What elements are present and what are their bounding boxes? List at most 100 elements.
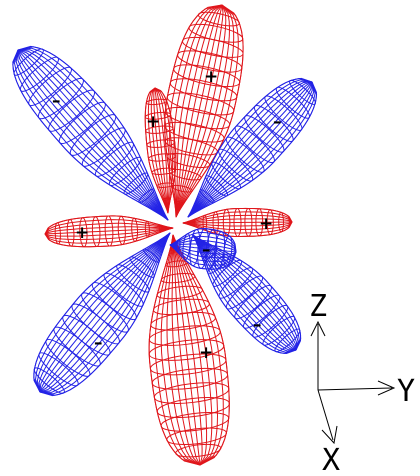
blue-lobe-upper-left-ridge xyxy=(17,49,169,221)
blue-lobe-lower-right-ridge xyxy=(192,234,297,351)
blue-lobe-upper-left-ridge xyxy=(17,49,169,221)
red-lobe-top-small-ridge xyxy=(154,87,169,214)
red-lobe-top-small-ridge xyxy=(153,87,169,214)
red-lobe-top-ridge xyxy=(173,4,223,218)
blue-lobe-lower-left-ridge xyxy=(39,232,171,393)
blue-lobe-center-ridge xyxy=(169,244,237,266)
y-axis-line xyxy=(317,387,393,391)
red-lobe-left-ridge xyxy=(44,227,174,237)
red-lobe-right xyxy=(182,207,293,237)
blue-lobe-upper-left-ridge xyxy=(17,47,169,221)
blue-lobe-center xyxy=(169,228,237,270)
blue-lobe-upper-left xyxy=(12,45,169,221)
sign-blue-lower-right: – xyxy=(253,315,262,335)
red-lobe-bottom-outline xyxy=(148,234,230,466)
red-lobe-bottom-ridge xyxy=(171,234,201,466)
red-lobe-top-ridge xyxy=(175,4,235,218)
blue-lobe-lower-left-ridge xyxy=(39,232,171,393)
blue-lobe-lower-right-ridge xyxy=(192,234,297,351)
red-lobe-top-ridge xyxy=(175,4,223,218)
sign-red-top: + xyxy=(204,67,218,87)
x-axis-line xyxy=(317,389,334,441)
red-lobe-right-ridge xyxy=(183,221,292,224)
blue-lobe-lower-left-outline xyxy=(33,232,171,397)
red-lobe-top-ridge xyxy=(175,4,239,218)
red-lobe-right-ridge xyxy=(182,211,293,224)
sign-blue-center: – xyxy=(202,240,211,260)
blue-lobe-upper-left-ridge xyxy=(15,49,169,221)
blue-lobe-lower-right-outline xyxy=(192,234,302,354)
red-lobe-bottom-ridge xyxy=(160,234,201,466)
blue-lobe-upper-left-ridge xyxy=(17,49,169,221)
red-lobe-left-outline xyxy=(44,215,174,248)
red-lobe-bottom-ridge xyxy=(172,234,201,466)
blue-lobe-upper-left-outline xyxy=(12,45,169,221)
coordinate-axes: Z Y X xyxy=(309,289,415,476)
red-lobe-top-small-ridge xyxy=(147,87,169,214)
red-lobe-bottom-ridge xyxy=(172,234,201,466)
red-lobe-right-ridge xyxy=(182,221,293,227)
red-lobe-top-small-ridge xyxy=(154,87,169,214)
red-lobe-right-ridge xyxy=(182,221,293,234)
blue-lobe-lower-right-ridge xyxy=(192,234,298,351)
blue-lobe-lower-right-ridge xyxy=(192,234,297,353)
blue-lobe-upper-right-ridge xyxy=(187,79,313,218)
red-lobe-bottom-ridge xyxy=(172,234,203,466)
red-lobe-top-ridge xyxy=(175,4,227,218)
blue-lobe-upper-right-ridge xyxy=(187,81,315,218)
red-lobe-bottom xyxy=(148,234,230,466)
blue-lobe-center-ridge xyxy=(169,244,237,259)
sign-blue-upper-left: – xyxy=(52,91,61,111)
sign-red-left: + xyxy=(75,223,89,243)
blue-lobe-lower-right-ridge xyxy=(192,234,297,351)
red-lobe-left-ridge xyxy=(44,227,174,244)
blue-lobe-center-ridge xyxy=(169,239,237,253)
sign-blue-upper-right: – xyxy=(273,112,282,132)
blue-lobe-center-ridge xyxy=(169,244,237,255)
z-axis-label: Z xyxy=(309,289,327,324)
red-lobe-top-small xyxy=(144,87,177,214)
red-lobe-top-small-ridge xyxy=(154,87,174,214)
blue-lobe-center-outline xyxy=(169,228,237,270)
red-lobe-top xyxy=(164,4,244,218)
blue-lobe-upper-right-ridge xyxy=(187,80,313,218)
sign-red-right: + xyxy=(259,214,273,234)
blue-lobe-upper-left-ridge xyxy=(17,49,169,221)
red-lobe-right-ridge xyxy=(182,218,293,224)
y-axis-arrowhead xyxy=(377,380,396,396)
red-lobe-bottom-ridge xyxy=(172,234,218,466)
red-lobe-left-ridge xyxy=(44,222,174,235)
sign-blue-lower-left: – xyxy=(94,333,103,353)
red-lobe-bottom-ridge xyxy=(166,234,201,466)
blue-lobe-upper-left-ridge xyxy=(14,49,169,221)
blue-lobe-lower-left-ridge xyxy=(35,232,171,393)
blue-lobe-lower-left-ridge xyxy=(39,232,171,393)
red-lobe-right-outline xyxy=(182,207,293,237)
red-lobe-top-small-outline xyxy=(144,87,177,214)
y-axis-label: Y xyxy=(397,374,415,409)
sign-red-top-small: + xyxy=(146,112,160,132)
x-axis-label: X xyxy=(322,443,340,476)
red-lobe-right-ridge xyxy=(182,221,293,230)
red-lobe-top-small-ridge xyxy=(154,87,170,213)
red-lobe-bottom-ridge xyxy=(172,234,208,466)
blue-lobe-upper-right-ridge xyxy=(187,81,318,218)
red-lobe-right-ridge xyxy=(182,214,293,224)
red-lobe-top-ridge xyxy=(169,4,223,218)
blue-lobe-center-ridge xyxy=(169,244,237,253)
red-lobe-top-small-ridge xyxy=(150,87,169,214)
blue-lobe-upper-right xyxy=(187,77,318,218)
sign-labels: + + + + + – – – – – xyxy=(52,67,282,363)
red-lobe-bottom-ridge xyxy=(172,234,213,466)
blue-lobe-lower-left-ridge xyxy=(39,232,171,393)
sign-red-bottom: + xyxy=(199,343,213,363)
red-lobe-left-ridge xyxy=(44,227,174,240)
blue-lobe-lower-left-ridge xyxy=(39,232,171,393)
x-axis-arrowhead xyxy=(321,425,338,445)
blue-lobe-lower-left-ridge xyxy=(39,232,171,395)
blue-lobe-upper-right-outline xyxy=(187,77,317,218)
red-lobe-left-ridge xyxy=(44,219,174,235)
blue-lobe-lower-left xyxy=(33,232,171,397)
z-axis-arrowhead xyxy=(310,320,326,337)
